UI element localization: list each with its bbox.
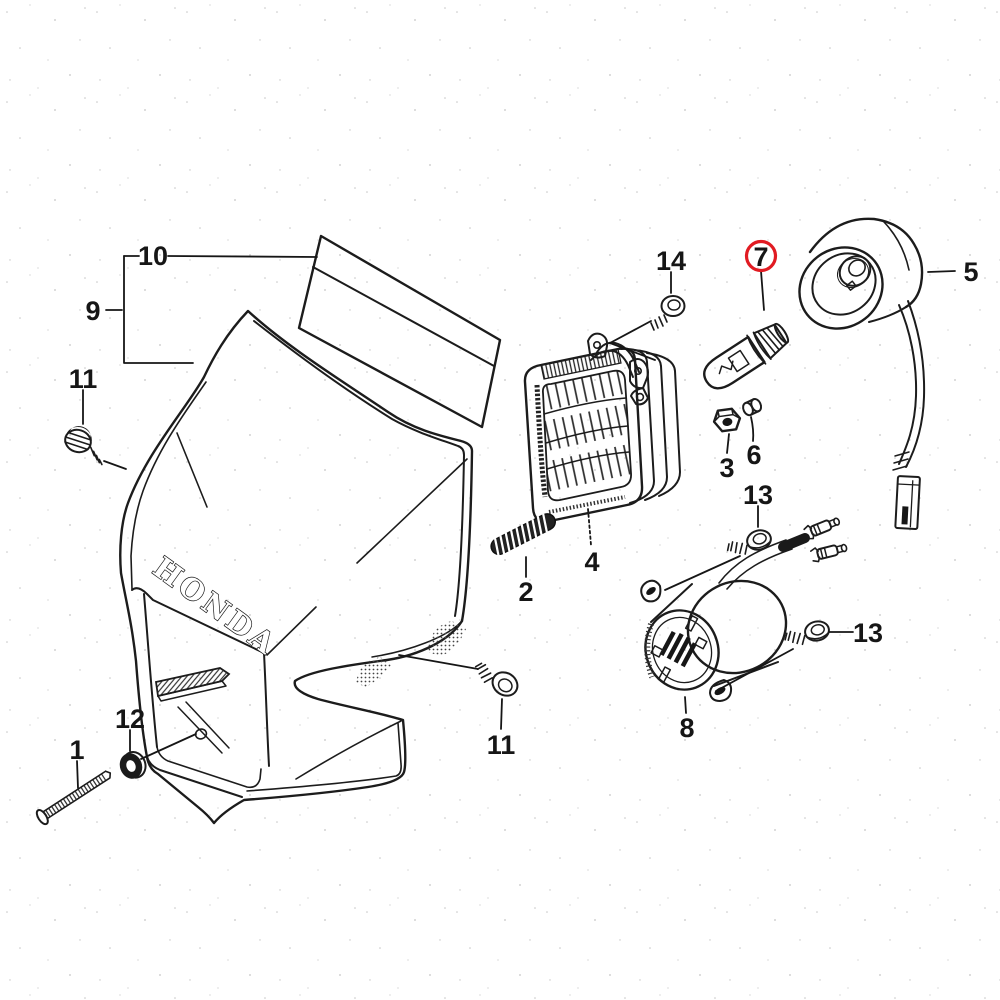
highlight-circle	[744, 239, 778, 273]
part-bulb	[703, 322, 790, 390]
part-washer-12	[119, 751, 147, 779]
crease-center	[266, 606, 317, 656]
callout-13-top: 13	[743, 480, 773, 510]
disc-shading	[644, 623, 655, 678]
visor-opening-frame	[131, 587, 270, 798]
wire-terminal	[809, 543, 848, 563]
part-horn	[640, 517, 848, 702]
callout-6: 6	[746, 440, 761, 470]
part-screw-13-right	[784, 620, 830, 646]
callout-7-highlighted: 7	[753, 242, 768, 272]
callout-3: 3	[719, 453, 734, 483]
opening-strut	[154, 667, 231, 702]
mount-hole	[194, 728, 208, 740]
wire-terminal	[803, 517, 841, 540]
callout-1: 1	[69, 735, 84, 765]
callout-2: 2	[518, 577, 533, 607]
part-screw-11-bottom	[474, 662, 519, 697]
crease-left	[176, 432, 208, 508]
crease-right	[356, 458, 468, 564]
callout-9: 9	[85, 296, 100, 326]
part-sticker	[297, 234, 502, 429]
part-spring	[490, 513, 556, 557]
fold-shading	[427, 621, 466, 656]
part-socket-boot	[798, 217, 926, 530]
lens-grid	[542, 369, 632, 502]
callout-11-bottom: 11	[487, 730, 516, 760]
fold-shading	[356, 657, 392, 687]
part-screw-13-top	[726, 529, 772, 555]
part-lens-unit	[523, 332, 681, 523]
leader-lines	[76, 255, 956, 789]
callout-8: 8	[679, 713, 694, 743]
part-screw-14	[650, 295, 686, 331]
part-nut	[712, 407, 742, 433]
horn-slots	[650, 615, 708, 683]
lens-bracket	[587, 332, 649, 406]
callout-4: 4	[584, 547, 599, 577]
part-screw-11-top	[64, 426, 103, 466]
callouts: 1 2 3 4 5 6 7 8 9 10 11 11 12 13 13 14	[69, 239, 979, 765]
socket-connector	[894, 475, 921, 530]
callout-10: 10	[138, 241, 168, 271]
callout-13-right: 13	[853, 618, 883, 648]
callout-12: 12	[115, 704, 145, 734]
callout-11-top: 11	[69, 364, 98, 394]
callout-5: 5	[963, 257, 978, 287]
callout-14: 14	[656, 246, 686, 276]
